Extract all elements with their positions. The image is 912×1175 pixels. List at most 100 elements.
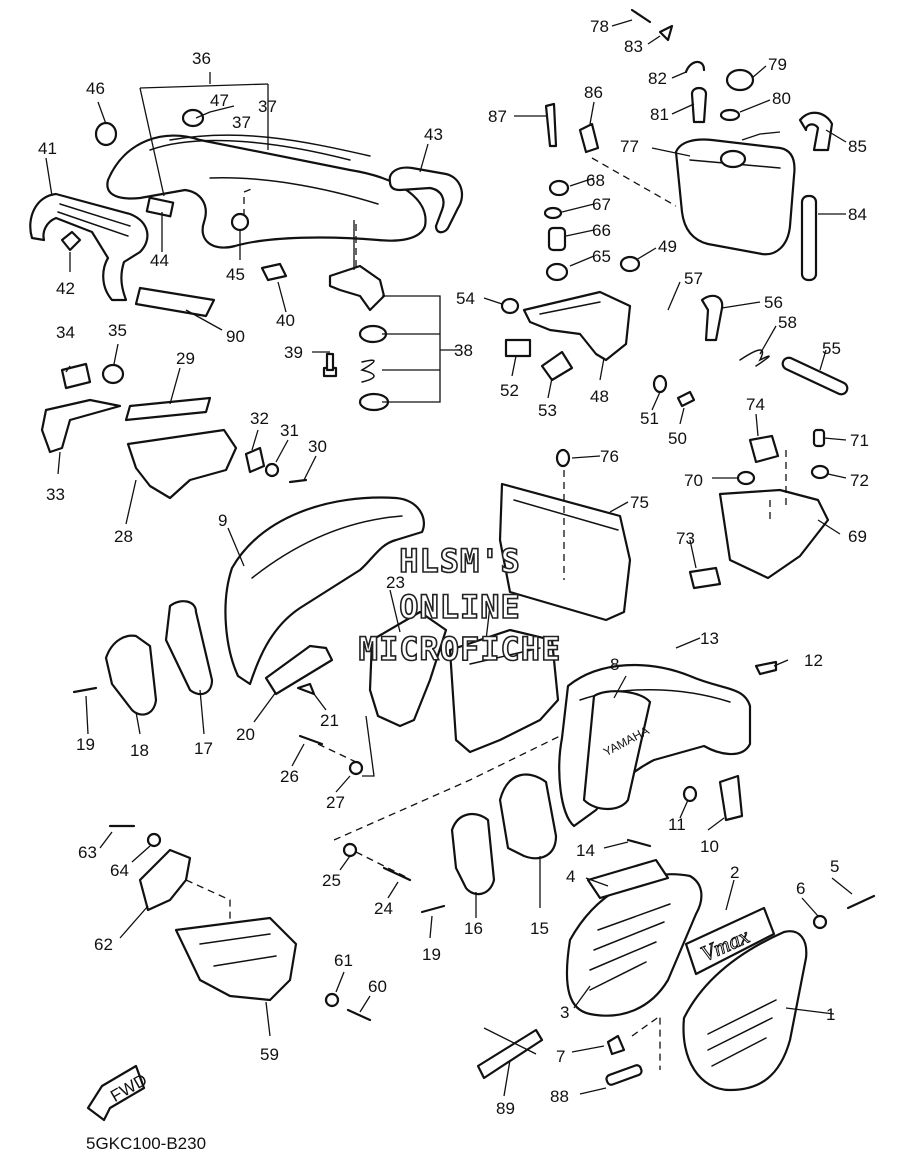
callout-15: 15	[530, 919, 549, 938]
callout-14: 14	[576, 841, 595, 860]
callout-81: 81	[650, 105, 669, 124]
callout-78: 78	[590, 17, 609, 36]
callout-72: 72	[850, 471, 869, 490]
callout-10: 10	[700, 837, 719, 856]
callout-90: 90	[226, 327, 245, 346]
callout-13: 13	[700, 629, 719, 648]
cover-9	[224, 496, 425, 686]
callout-50: 50	[668, 429, 687, 448]
diagram-code: 5GKC100-B230	[86, 1134, 207, 1153]
callout-34: 34	[56, 323, 75, 342]
callout-19-lower: 19	[422, 945, 441, 964]
grab-handle-right	[388, 166, 464, 234]
callout-27: 27	[326, 793, 345, 812]
callout-40: 40	[276, 311, 295, 330]
watermark-line-1: HLSM'S	[398, 541, 521, 581]
callout-26: 26	[280, 767, 299, 786]
callout-4: 4	[566, 867, 575, 886]
callout-59: 59	[260, 1045, 279, 1064]
callout-23: 23	[386, 573, 405, 592]
callout-6: 6	[796, 879, 805, 898]
callout-5: 5	[830, 857, 839, 876]
callout-89: 89	[496, 1099, 515, 1118]
callout-11: 11	[668, 815, 686, 834]
bracket-59-62	[108, 824, 372, 1022]
callout-24: 24	[374, 899, 393, 918]
cowl-8	[558, 660, 778, 828]
emblem-2	[684, 906, 776, 976]
callout-56: 56	[764, 293, 783, 312]
callout-85: 85	[848, 137, 867, 156]
callout-83: 83	[624, 37, 643, 56]
callout-32: 32	[250, 409, 269, 428]
callout-84: 84	[848, 205, 867, 224]
callout-76: 76	[600, 447, 619, 466]
callout-67: 67	[592, 195, 611, 214]
left-side-parts	[40, 362, 364, 776]
callout-66: 66	[592, 221, 611, 240]
callout-28: 28	[114, 527, 133, 546]
callout-31: 31	[280, 421, 299, 440]
center-brackets	[368, 428, 830, 754]
callout-82: 82	[648, 69, 667, 88]
seat-small-parts	[60, 108, 390, 412]
watermark-line-2: ONLINE	[398, 587, 521, 627]
reservoir-tank	[630, 8, 834, 282]
callout-1: 1	[826, 1005, 835, 1024]
callout-57: 57	[684, 269, 703, 288]
side-cover-1	[682, 930, 808, 1092]
callout-75: 75	[630, 493, 649, 512]
watermark-line-3: MICROFICHE	[358, 629, 562, 669]
callout-44: 44	[150, 251, 169, 270]
callout-45: 45	[226, 265, 245, 284]
callout-36: 36	[192, 49, 211, 68]
callout-77: 77	[620, 137, 639, 156]
callout-80: 80	[772, 89, 791, 108]
callout-52: 52	[500, 381, 519, 400]
callout-79: 79	[768, 55, 787, 74]
fwd-arrow: FWD	[86, 1064, 150, 1122]
callout-47: 47	[210, 91, 229, 110]
leader-lines	[45, 19, 853, 1097]
callout-29: 29	[176, 349, 195, 368]
side-cover-3-4	[565, 858, 703, 1017]
callout-38: 38	[454, 341, 473, 360]
callout-42: 42	[56, 279, 75, 298]
callout-39: 39	[284, 343, 303, 362]
callout-65: 65	[592, 247, 611, 266]
callout-88: 88	[550, 1087, 569, 1106]
callout-53: 53	[538, 401, 557, 420]
callout-7: 7	[556, 1047, 565, 1066]
callout-63: 63	[78, 843, 97, 862]
callout-64: 64	[110, 861, 129, 880]
callout-61: 61	[334, 951, 353, 970]
callout-69: 69	[848, 527, 867, 546]
callout-58: 58	[778, 313, 797, 332]
lower-center-parts	[342, 773, 876, 1086]
callout-60: 60	[368, 977, 387, 996]
callout-62: 62	[94, 935, 113, 954]
callout-86: 86	[584, 83, 603, 102]
callout-70: 70	[684, 471, 703, 490]
callout-74: 74	[746, 395, 765, 414]
callout-43: 43	[424, 125, 443, 144]
callout-labels: 1 2 3 4 5 6 7 8 9 10 11 12 13 14 15 16 1…	[38, 17, 869, 1118]
grab-bar-rear	[29, 192, 149, 302]
callout-35: 35	[108, 321, 127, 340]
callout-37-a: 37	[232, 113, 251, 132]
callout-37-b: 37	[258, 97, 277, 116]
callout-3: 3	[560, 1003, 569, 1022]
callout-54: 54	[456, 289, 475, 308]
callout-16: 16	[464, 919, 483, 938]
callout-25: 25	[322, 871, 341, 890]
seat-assembly	[106, 134, 427, 249]
callout-73: 73	[676, 529, 695, 548]
callout-87: 87	[488, 107, 507, 126]
callout-12: 12	[804, 651, 823, 670]
bracket-48	[500, 102, 849, 408]
callout-8: 8	[610, 655, 619, 674]
callout-68: 68	[586, 171, 605, 190]
callout-33: 33	[46, 485, 65, 504]
callout-19-left: 19	[76, 735, 95, 754]
